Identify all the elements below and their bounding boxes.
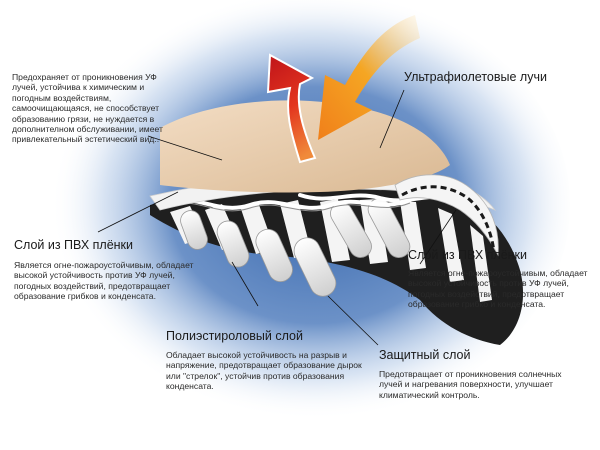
pvc-left-title: Слой из ПВХ плёнки	[14, 238, 134, 252]
uv-incoming-arrow-icon	[318, 15, 420, 140]
protective-title: Защитный слой	[379, 348, 471, 362]
leader-lines	[97, 89, 457, 346]
polyester-title: Полиэстироловый слой	[166, 329, 303, 343]
top-coating-description: Предохраняет от проникновения УФ лучей, …	[12, 72, 163, 145]
woven-threads-shadow	[164, 201, 411, 212]
pvc-right-description: Является огне-пожароустойчивым, обладает…	[408, 268, 588, 310]
polyester-description: Обладает высокой устойчивость на разрыв …	[166, 350, 362, 392]
pvc-right-title: Слой из ПВХ плёнки	[408, 248, 528, 262]
stitching	[401, 185, 496, 253]
pvc-left-description: Является огне-пожароустойчивым, обладает…	[14, 260, 194, 302]
fiber-stripes	[170, 199, 492, 302]
polyester-rolls	[180, 198, 411, 297]
curled-edge	[394, 174, 499, 257]
protective-description: Предотвращает от проникновения солнечных…	[379, 369, 562, 400]
uv-reflected-arrow-icon	[266, 53, 317, 164]
fiber-base-layer	[150, 182, 524, 345]
uv-rays-label: Ультрафиолетовые лучи	[404, 70, 547, 84]
